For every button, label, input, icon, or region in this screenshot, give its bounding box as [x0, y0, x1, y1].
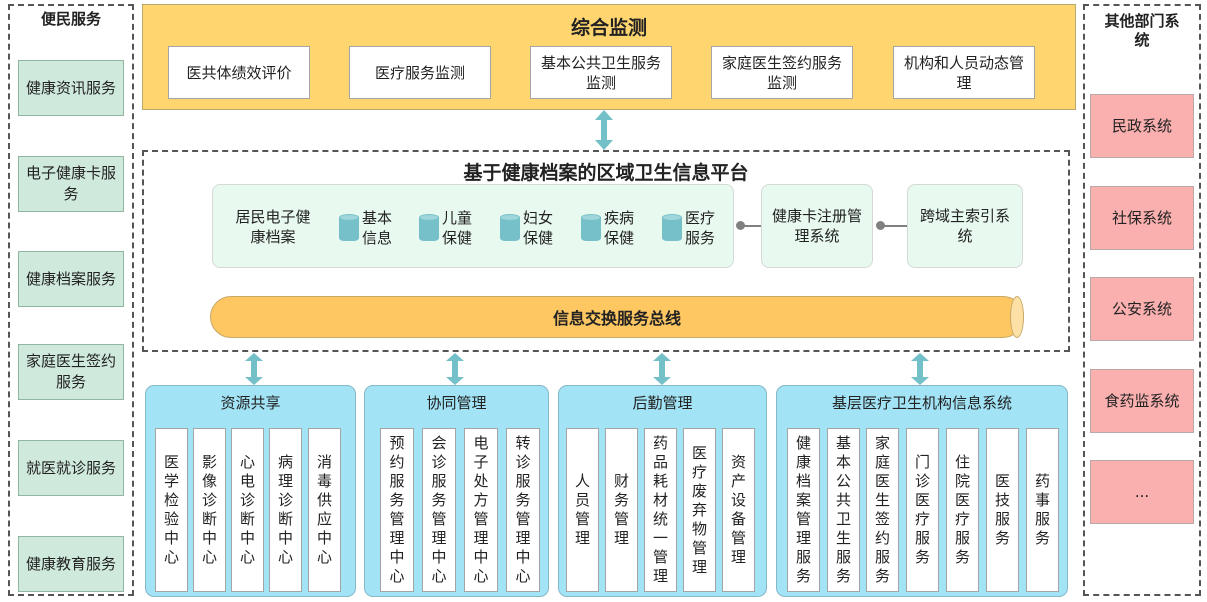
other-departments-title: 其他部门系统	[1104, 12, 1180, 49]
right-item-food-drug[interactable]: 食药监系统	[1090, 369, 1194, 433]
group-item[interactable]: 医疗废弃物管理	[683, 428, 716, 592]
group-item[interactable]: 医学检验中心	[155, 428, 188, 592]
group-title: 基层医疗卫生机构信息系统	[831, 394, 1012, 412]
db-basic-info[interactable]: 基本信息	[339, 207, 396, 249]
connector-line	[740, 225, 766, 227]
connector-line	[880, 225, 912, 227]
db-disease-care[interactable]: 疾病保健	[581, 207, 638, 249]
group-item[interactable]: 人员管理	[566, 428, 599, 592]
comprehensive-monitoring-band: 综合监测 医共体绩效评价 医疗服务监测 基本公共卫生服务监测 家庭医生签约服务监…	[142, 4, 1076, 110]
group-item[interactable]: 影像诊断中心	[193, 428, 226, 592]
group-item[interactable]: 会诊服务管理中心	[422, 428, 456, 592]
left-item-health-education[interactable]: 健康教育服务	[18, 536, 124, 592]
group-title: 资源共享	[220, 394, 281, 412]
master-patient-index-system[interactable]: 跨域主索引系统	[907, 184, 1023, 268]
group-item[interactable]: 门诊医疗服务	[906, 428, 939, 592]
group-resource-sharing: 资源共享 医学检验中心 影像诊断中心 心电诊断中心 病理诊断中心 消毒供应中心	[145, 385, 356, 597]
group-item[interactable]: 财务管理	[605, 428, 638, 592]
group-item[interactable]: 预约服务管理中心	[380, 428, 414, 592]
group-title: 协同管理	[426, 394, 487, 412]
database-icon	[581, 214, 601, 242]
right-item-social-security[interactable]: 社保系统	[1090, 186, 1194, 250]
info-exchange-service-bus[interactable]: 信息交换服务总线	[210, 296, 1024, 338]
right-item-civil-affairs[interactable]: 民政系统	[1090, 94, 1194, 158]
group-item[interactable]: 资产设备管理	[722, 428, 755, 592]
bidirectional-arrow-icon	[911, 353, 929, 385]
group-primary-care-info-system: 基层医疗卫生机构信息系统 健康档案管理服务 基本公共卫生服务 家庭医生签约服务 …	[776, 385, 1068, 597]
other-departments-panel: 其他部门系统 民政系统 社保系统 公安系统 食药监系统 ...	[1083, 4, 1201, 596]
resident-ehr-box: 居民电子健康档案 基本信息 儿童保健 妇女保健 疾病保健 医疗服务	[212, 184, 734, 268]
db-women-care[interactable]: 妇女保健	[500, 207, 557, 249]
group-item[interactable]: 消毒供应中心	[308, 428, 341, 592]
left-item-health-info[interactable]: 健康资讯服务	[18, 60, 124, 116]
database-icon	[662, 214, 682, 242]
group-item[interactable]: 心电诊断中心	[231, 428, 264, 592]
platform-title: 基于健康档案的区域卫生信息平台	[463, 162, 749, 184]
group-collaborative-management: 协同管理 预约服务管理中心 会诊服务管理中心 电子处方管理中心 转诊服务管理中心	[364, 385, 549, 597]
group-title: 后勤管理	[632, 394, 693, 412]
convenience-services-panel: 便民服务 健康资讯服务 电子健康卡服务 健康档案服务 家庭医生签约服务 就医就诊…	[8, 4, 134, 596]
ehr-label: 居民电子健康档案	[235, 208, 311, 246]
monitor-item-institution-staff[interactable]: 机构和人员动态管理	[893, 46, 1035, 99]
monitor-item-medical-service[interactable]: 医疗服务监测	[349, 46, 491, 99]
db-medical-service[interactable]: 医疗服务	[662, 207, 719, 249]
left-item-health-record[interactable]: 健康档案服务	[18, 251, 124, 307]
database-icon	[419, 214, 439, 242]
right-item-public-security[interactable]: 公安系统	[1090, 277, 1194, 341]
group-item[interactable]: 医技服务	[986, 428, 1019, 592]
group-item[interactable]: 健康档案管理服务	[787, 428, 820, 592]
connector-dot	[876, 221, 885, 230]
health-card-registration-system[interactable]: 健康卡注册管理系统	[761, 184, 873, 268]
group-item[interactable]: 电子处方管理中心	[464, 428, 498, 592]
group-item[interactable]: 基本公共卫生服务	[827, 428, 860, 592]
group-item[interactable]: 住院医疗服务	[946, 428, 979, 592]
right-item-more[interactable]: ...	[1090, 460, 1194, 524]
convenience-services-title: 便民服务	[40, 10, 101, 28]
bidirectional-arrow-icon	[446, 353, 464, 385]
regional-health-platform: 基于健康档案的区域卫生信息平台 居民电子健康档案 基本信息 儿童保健 妇女保健 …	[142, 150, 1070, 352]
left-item-family-doctor[interactable]: 家庭医生签约服务	[18, 344, 124, 400]
left-item-medical-visit[interactable]: 就医就诊服务	[18, 440, 124, 496]
monitor-item-family-doctor[interactable]: 家庭医生签约服务监测	[711, 46, 853, 99]
bus-end-cap	[1010, 296, 1024, 338]
group-item[interactable]: 药品耗材统一管理	[644, 428, 677, 592]
connector-dot	[736, 221, 745, 230]
group-logistics-management: 后勤管理 人员管理 财务管理 药品耗材统一管理 医疗废弃物管理 资产设备管理	[558, 385, 767, 597]
database-icon	[339, 214, 359, 242]
left-item-e-health-card[interactable]: 电子健康卡服务	[18, 156, 124, 212]
group-item[interactable]: 病理诊断中心	[269, 428, 302, 592]
monitor-item-performance[interactable]: 医共体绩效评价	[168, 46, 310, 99]
group-item[interactable]: 药事服务	[1026, 428, 1059, 592]
monitoring-title: 综合监测	[570, 17, 647, 39]
db-child-care[interactable]: 儿童保健	[419, 207, 476, 249]
bidirectional-arrow-icon	[595, 110, 613, 150]
database-icon	[500, 214, 520, 242]
monitor-item-public-health[interactable]: 基本公共卫生服务监测	[530, 46, 672, 99]
group-item[interactable]: 转诊服务管理中心	[506, 428, 540, 592]
bidirectional-arrow-icon	[245, 353, 263, 385]
group-item[interactable]: 家庭医生签约服务	[866, 428, 899, 592]
bidirectional-arrow-icon	[653, 353, 671, 385]
